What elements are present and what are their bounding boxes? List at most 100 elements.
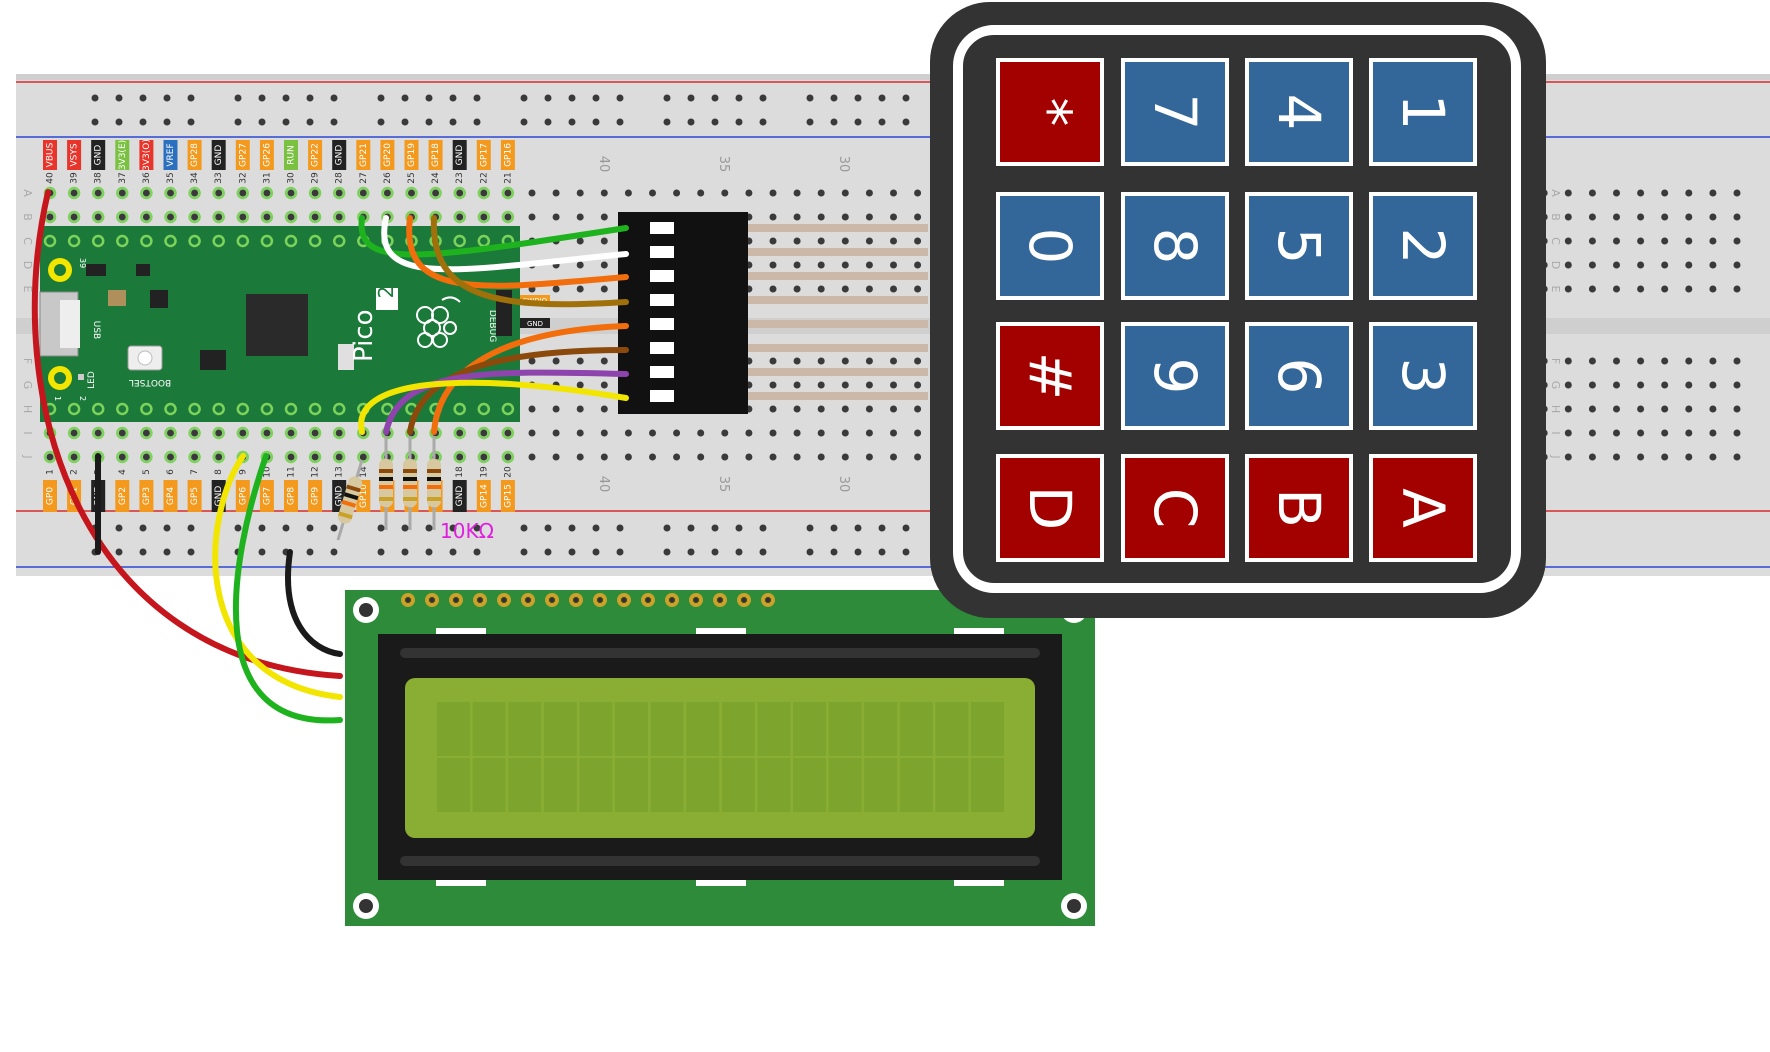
pico-pin-hole [332, 426, 346, 440]
key-0[interactable]: 0 [996, 192, 1104, 300]
terminal-hole [1588, 357, 1596, 365]
key-star[interactable]: * [996, 58, 1104, 166]
terminal-hole [914, 357, 922, 365]
terminal-hole [287, 213, 295, 221]
rail-hole [544, 94, 552, 102]
key-a[interactable]: A [1369, 454, 1477, 562]
connector-pin [650, 366, 674, 378]
key-5[interactable]: 5 [1245, 192, 1353, 300]
terminal-hole [528, 213, 536, 221]
wire-yellow-sda [212, 453, 343, 700]
pico-pin-hole [188, 186, 201, 200]
terminal-hole [600, 453, 608, 461]
bottom-pin-label: GP8 [287, 487, 297, 505]
key-6[interactable]: 6 [1245, 322, 1353, 430]
terminal-hole [167, 189, 174, 197]
key-d[interactable]: D [996, 454, 1104, 562]
terminal-hole [118, 429, 126, 437]
terminal-hole [1588, 405, 1596, 413]
terminal-hole [817, 357, 825, 365]
pico-pin-hole [332, 402, 346, 416]
rail-hole [830, 548, 838, 556]
key-9[interactable]: 9 [1121, 322, 1229, 430]
terminal-hole [890, 285, 897, 293]
key-1[interactable]: 1 [1369, 58, 1477, 166]
terminal-hole [335, 429, 343, 437]
key-7[interactable]: 7 [1121, 58, 1229, 166]
terminal-hole [914, 429, 922, 437]
bottom-pin-label: GP5 [190, 487, 200, 505]
rail-hole [711, 118, 719, 126]
pico-pin-hole [188, 210, 201, 224]
top-pin-label: GP20 [383, 143, 393, 167]
terminal-hole [142, 429, 150, 437]
rail-hole [449, 548, 457, 556]
rail-hole [306, 94, 314, 102]
terminal-hole [890, 261, 897, 269]
terminal-hole [1661, 189, 1669, 197]
pico-pin-hole [501, 426, 515, 440]
key-label: A [1389, 488, 1457, 528]
lcd-cell [935, 702, 969, 756]
rail-hole [163, 118, 171, 126]
terminal-hole [239, 213, 247, 221]
top-pin-number: 28 [335, 172, 345, 184]
key-3[interactable]: 3 [1369, 322, 1477, 430]
terminal-hole [1637, 213, 1645, 221]
header-strip [748, 248, 928, 256]
terminal-hole [576, 405, 584, 413]
terminal-hole [865, 285, 873, 293]
wire-green-scl [232, 453, 343, 724]
terminal-hole [1588, 213, 1596, 221]
rail-hole [663, 94, 671, 102]
key-label: 2 [1389, 228, 1457, 265]
terminal-hole [263, 429, 271, 437]
terminal-hole [1661, 381, 1669, 389]
rail-hole [878, 94, 886, 102]
rail-hole [711, 548, 719, 556]
pico-pin-hole [453, 450, 466, 464]
key-2[interactable]: 2 [1369, 192, 1477, 300]
pico-pin-hole [67, 426, 81, 440]
terminal-hole [841, 237, 849, 245]
row-label-left: G [21, 381, 34, 390]
rail-hole [115, 118, 123, 126]
terminal-hole [94, 189, 102, 197]
key-label: 9 [1141, 358, 1209, 395]
key-hash[interactable]: # [996, 322, 1104, 430]
terminal-hole [914, 237, 922, 245]
terminal-hole [600, 189, 608, 197]
terminal-hole [600, 261, 608, 269]
pico-pin-hole [332, 186, 346, 200]
terminal-hole [1613, 213, 1620, 221]
terminal-hole [1661, 237, 1669, 245]
rail-hole [425, 118, 433, 126]
terminal-hole [841, 189, 849, 197]
bottom-pin-number: 9 [238, 469, 248, 475]
top-pin-tag [356, 140, 371, 170]
lcd-cell [721, 702, 755, 756]
top-pin-number: 22 [479, 172, 489, 183]
rail-hole [330, 548, 338, 556]
key-c[interactable]: C [1121, 454, 1229, 562]
terminal-hole [1685, 381, 1693, 389]
lcd-cell [472, 702, 506, 756]
header-strip [748, 344, 928, 352]
key-label: D [1016, 486, 1084, 531]
terminal-hole [1685, 285, 1693, 293]
rail-hole [163, 548, 171, 556]
terminal-hole [1588, 237, 1596, 245]
key-b[interactable]: B [1245, 454, 1353, 562]
pico-pin-hole [164, 234, 177, 248]
rail-hole [806, 548, 814, 556]
terminal-hole [793, 405, 801, 413]
key-8[interactable]: 8 [1121, 192, 1229, 300]
terminal-hole [914, 261, 922, 269]
terminal-hole [287, 429, 295, 437]
key-4[interactable]: 4 [1245, 58, 1353, 166]
terminal-hole [890, 357, 897, 365]
top-pin-label: GP17 [479, 143, 489, 167]
terminal-hole [504, 189, 512, 197]
pico-pin-hole [67, 210, 81, 224]
pico-component [200, 350, 226, 370]
